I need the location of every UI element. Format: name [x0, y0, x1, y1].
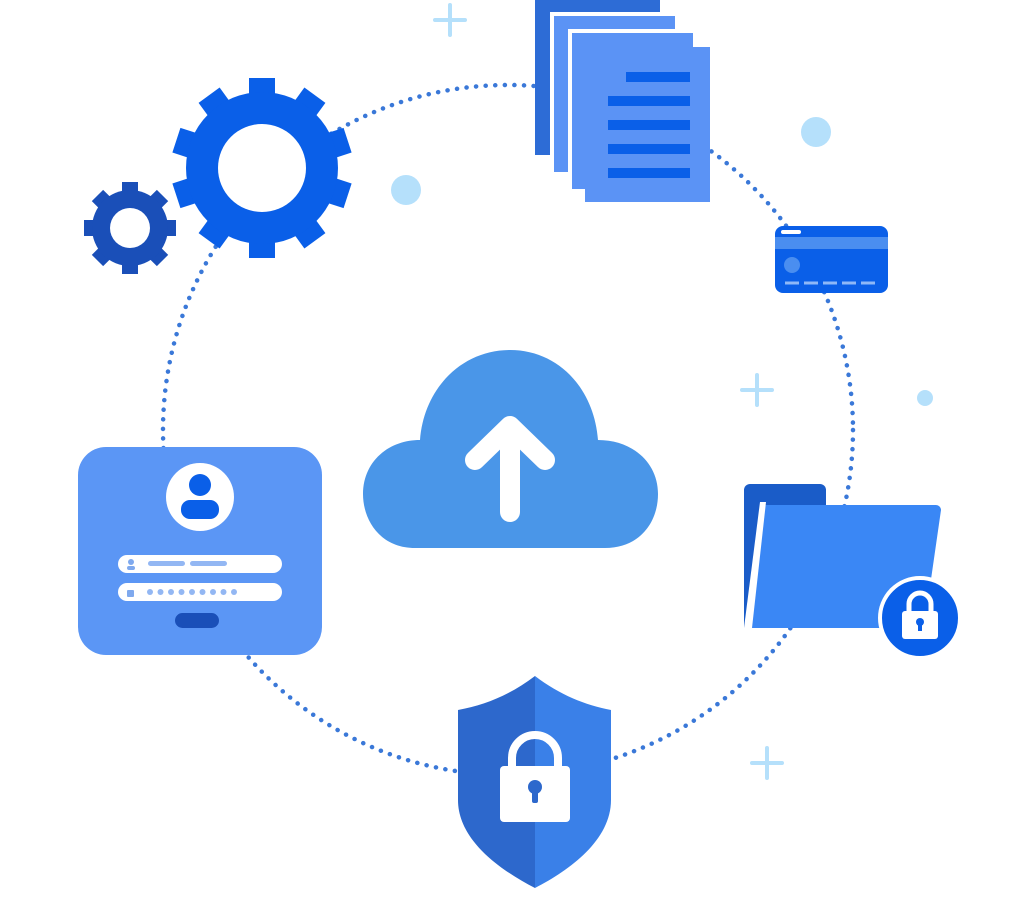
dot-icon [391, 175, 421, 205]
plus-icon [433, 3, 467, 37]
login-button [175, 613, 219, 628]
gear-tooth [91, 189, 112, 210]
login-card [78, 447, 322, 655]
plus-icon [750, 746, 784, 780]
gear-tooth [249, 78, 275, 96]
large-gear-icon [172, 78, 352, 258]
password-dot [178, 589, 185, 595]
password-dot [147, 589, 153, 595]
documents-icon [535, 0, 710, 202]
gear-tooth [293, 218, 326, 249]
password-dot [199, 589, 206, 595]
password-dot [168, 589, 174, 595]
credit-card-icon [775, 226, 888, 293]
gear-tooth [249, 240, 275, 258]
plus-icon [740, 373, 774, 407]
password-dot [220, 589, 227, 595]
gear-tooth [148, 189, 169, 210]
gear-tooth [91, 246, 112, 267]
dotted-ring [160, 82, 856, 778]
password-dot [210, 589, 216, 595]
password-dot [157, 589, 164, 595]
gear-tooth [148, 246, 169, 267]
gear-tooth [198, 87, 231, 118]
gear-tooth [293, 87, 326, 118]
user-avatar-icon [189, 474, 211, 496]
small-gear-icon [84, 182, 176, 274]
password-dot [189, 589, 195, 595]
dot-icon [801, 117, 831, 147]
padlock-icon [508, 731, 562, 770]
dot-icon [917, 390, 933, 406]
decor-sparkles [391, 3, 933, 780]
gear-tooth [198, 218, 231, 249]
up-arrow-icon [465, 416, 555, 522]
locked-folder-icon [744, 484, 962, 660]
cloud-upload-icon [363, 350, 658, 548]
security-shield-icon [458, 676, 611, 888]
password-dot [231, 589, 237, 595]
